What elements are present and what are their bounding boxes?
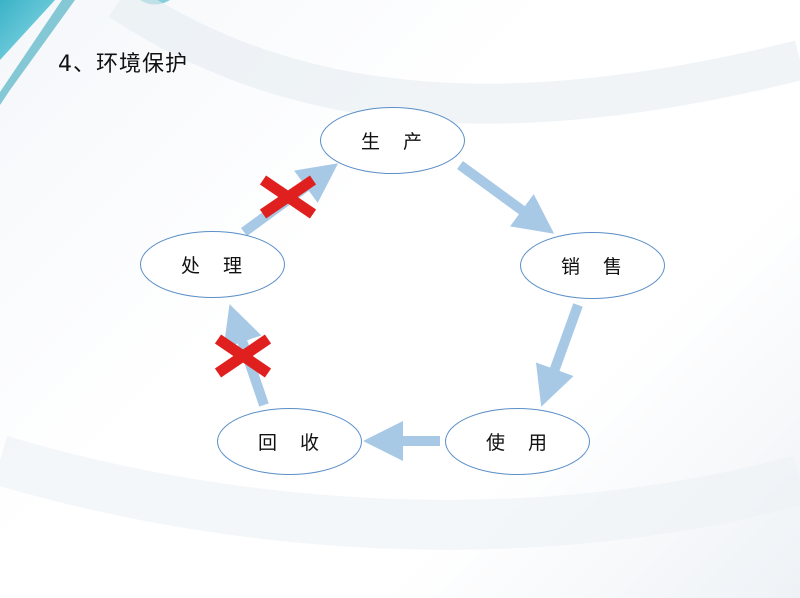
node-recycle: 回 收 <box>217 408 362 475</box>
node-processing-label: 处 理 <box>180 255 244 277</box>
node-sales-label: 销 售 <box>560 256 624 278</box>
node-production: 生 产 <box>320 107 465 174</box>
node-use: 使 用 <box>445 408 590 475</box>
node-sales: 销 售 <box>520 232 665 299</box>
node-recycle-label: 回 收 <box>257 432 321 454</box>
cross-mark-recycle-processing <box>214 334 272 378</box>
node-processing: 处 理 <box>140 231 285 298</box>
slide-title: 4、环境保护 <box>58 52 188 77</box>
arrow-production-to-sales <box>457 160 555 234</box>
arrow-sales-to-use <box>535 303 583 407</box>
node-production-label: 生 产 <box>360 131 424 153</box>
cross-mark-processing-production <box>259 175 317 219</box>
node-use-label: 使 用 <box>485 432 549 454</box>
